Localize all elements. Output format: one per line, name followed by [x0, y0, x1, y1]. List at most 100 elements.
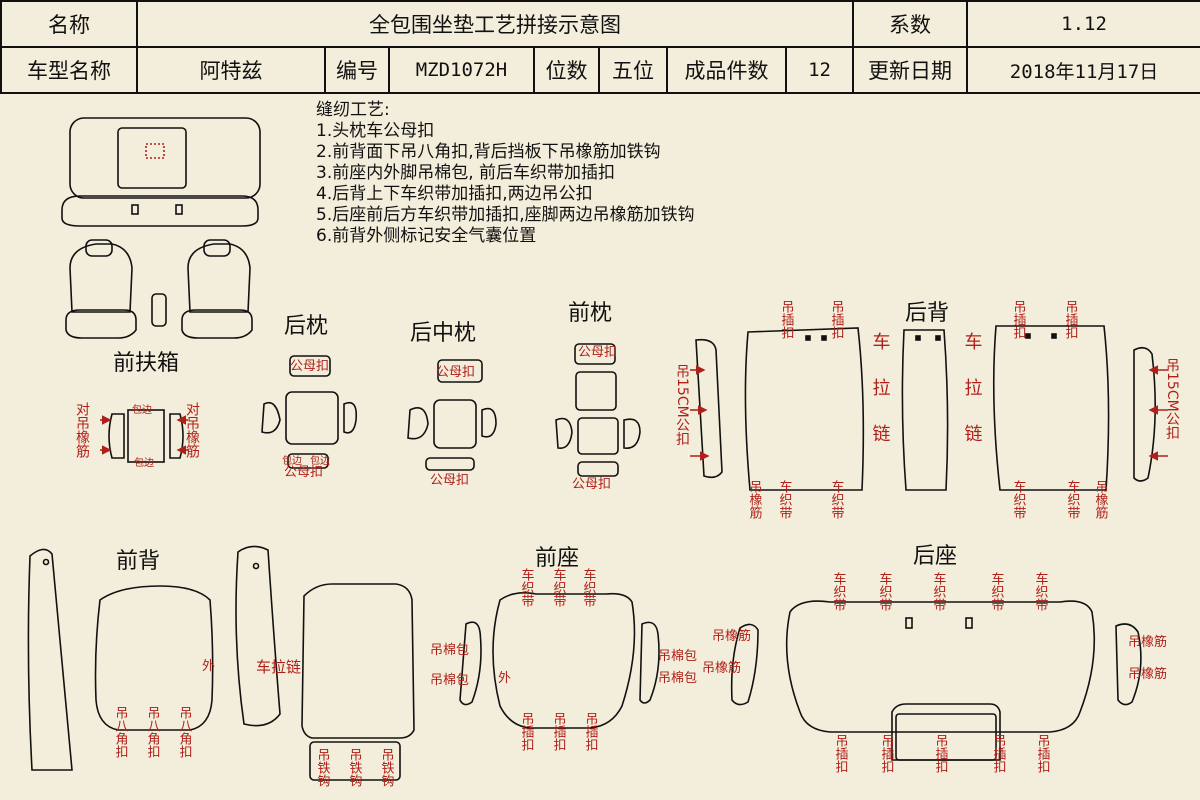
instruction-item: 4.后背上下车织带加插扣,两边吊公扣 — [316, 184, 593, 204]
rear-seat-strap-label: 车织带 — [989, 571, 1005, 611]
rear-mid-headrest-pieces — [407, 359, 497, 471]
rear-mid-headrest-title: 后中枕 — [410, 321, 476, 346]
rear-seat-hook-label: 吊插扣 — [879, 734, 895, 773]
armrest-label-right: 对吊橡筋 — [184, 402, 200, 459]
date-value: 2018年11月17日 — [966, 46, 1200, 94]
headrest-edge-label: 包边 — [282, 454, 302, 467]
date-label: 更新日期 — [852, 46, 969, 94]
front-armrest-title: 前扶箱 — [113, 351, 179, 376]
front-seat-title: 前座 — [535, 546, 579, 571]
zipper-label: 车拉链 — [870, 332, 891, 470]
iron-hook-label: 吊铁钩 — [379, 748, 395, 787]
rear-seat-hook-label: 吊插扣 — [991, 734, 1007, 773]
front-seat-labels: 车织带 车织带 车织带 吊棉包 吊棉包 吊棉包 吊棉包 外 吊插扣 吊插扣 吊插… — [430, 567, 697, 751]
headrest-clasp-label: 公母扣 — [578, 345, 617, 360]
annotation-arrows — [100, 365, 1168, 461]
rear-seat-strap-label: 车织带 — [831, 571, 847, 611]
headrest-clasp-label: 公母扣 — [290, 359, 329, 374]
zipper-label-front-back: 车拉链 — [256, 658, 301, 676]
model-label: 车型名称 — [0, 46, 138, 94]
annotations: 对吊橡筋 对吊橡筋 包边 包边 公母扣 公母扣 包边 包边 公母扣 公母扣 公母… — [74, 300, 1180, 787]
rear-headrest-title: 后枕 — [284, 314, 328, 339]
headrest-clasp-label: 公母扣 — [284, 465, 323, 480]
instruction-item: 3.前座内外脚吊棉包, 前后车织带加插扣 — [316, 163, 616, 183]
seats-label: 位数 — [533, 46, 600, 94]
front-back-title: 前背 — [116, 549, 160, 574]
cotton-pad-label: 吊棉包 — [658, 671, 697, 686]
zipper-label: 车拉链 — [962, 332, 983, 470]
front-back-labels: 外 车拉链 吊八角扣 吊八角扣 吊八角扣 吊铁钩 吊铁钩 吊铁钩 — [113, 658, 395, 787]
rear-back-pieces — [695, 325, 1156, 491]
headrest-clasp-label: 公母扣 — [436, 365, 475, 380]
armrest-labels: 对吊橡筋 对吊橡筋 包边 包边 — [74, 402, 200, 469]
front-back-pieces — [27, 545, 415, 781]
outer-side-label: 外 — [202, 659, 215, 674]
rear-back-strap-label: 车织带 — [1011, 479, 1027, 519]
coef-label: 系数 — [852, 0, 969, 48]
sewing-instructions: 缝纫工艺: 1.头枕车公母扣 2.前背面下吊八角扣,背后挡板下吊橡筋加铁钩 3.… — [316, 100, 695, 247]
rear-seat-hook-label: 吊插扣 — [833, 734, 849, 773]
rear-seat-title: 后座 — [913, 544, 957, 569]
name-label: 名称 — [0, 0, 138, 48]
rear-seat-hook-label: 吊插扣 — [1035, 734, 1051, 773]
instruction-item: 2.前背面下吊八角扣,背后挡板下吊橡筋加铁钩 — [316, 142, 661, 162]
rear-seat-pieces — [730, 600, 1142, 761]
front-seat-pieces — [459, 592, 660, 729]
instruction-item: 1.头枕车公母扣 — [316, 121, 435, 141]
armrest-edge-label: 包边 — [132, 403, 152, 416]
front-seat-strap-label: 车织带 — [581, 567, 597, 607]
octagon-clip-label: 吊八角扣 — [145, 706, 161, 758]
rear-back-title: 后背 — [905, 301, 949, 326]
pieces-value: 12 — [784, 46, 855, 94]
armrest-label-left: 对吊橡筋 — [74, 402, 90, 459]
model-value: 阿特兹 — [136, 46, 326, 94]
rear-seat-elastic-label: 吊橡筋 — [1128, 666, 1167, 682]
instruction-item: 5.后座前后方车织带加插扣,座脚两边吊橡筋加铁钩 — [316, 205, 695, 225]
cotton-pad-label: 吊棉包 — [430, 643, 469, 658]
rear-headrest-pieces — [261, 355, 358, 469]
instructions-title: 缝纫工艺: — [316, 100, 390, 120]
cotton-pad-label: 吊棉包 — [658, 649, 697, 664]
front-armrest-pieces — [108, 409, 184, 463]
front-seat-hook-label: 吊插扣 — [519, 712, 535, 751]
rear-seat-elastic-label: 吊橡筋 — [1128, 634, 1167, 650]
headrest-clasp-label: 公母扣 — [572, 477, 611, 492]
seats-value: 五位 — [598, 46, 668, 94]
rear-back-hook-label: 吊插扣 — [1011, 300, 1027, 339]
outer-side-label: 外 — [498, 671, 511, 686]
rear-back-side-label: 吊15CM公扣 — [1164, 358, 1180, 440]
coef-value: 1.12 — [966, 0, 1200, 48]
pieces-label: 成品件数 — [666, 46, 787, 94]
rear-seat-strap-label: 车织带 — [931, 571, 947, 611]
cotton-pad-label: 吊棉包 — [430, 673, 469, 688]
header-table: 名称 全包围坐垫工艺拼接示意图 系数 1.12 车型名称 阿特兹 编号 MZD1… — [0, 0, 1200, 94]
rear-back-side-label: 吊15CM公扣 — [674, 364, 690, 446]
iron-hook-label: 吊铁钩 — [315, 748, 331, 787]
rear-seat-elastic-label: 吊橡筋 — [702, 660, 741, 676]
headrest-edge-label: 包边 — [310, 454, 330, 467]
seat-overview — [61, 117, 261, 339]
headrest-labels: 公母扣 公母扣 包边 包边 公母扣 公母扣 公母扣 公母扣 — [282, 345, 617, 492]
rear-back-labels: 吊插扣 吊插扣 吊插扣 吊插扣 吊15CM公扣 吊15CM公扣 车拉链 车拉链 … — [674, 300, 1180, 519]
rear-back-hook-label: 吊插扣 — [779, 300, 795, 339]
rear-back-strap-label: 车织带 — [777, 479, 793, 519]
rear-back-strap-label: 车织带 — [1065, 479, 1081, 519]
rear-back-elastic-label: 吊橡筋 — [1093, 480, 1109, 519]
rear-seat-elastic-label: 吊橡筋 — [712, 628, 751, 644]
front-headrest-title: 前枕 — [568, 301, 612, 326]
rear-seat-labels: 车织带 车织带 车织带 车织带 车织带 吊橡筋 吊橡筋 吊橡筋 吊橡筋 吊插扣 … — [702, 571, 1167, 773]
rear-back-elastic-label: 吊橡筋 — [747, 480, 763, 519]
headrest-clasp-label: 公母扣 — [430, 473, 469, 488]
armrest-edge-label: 包边 — [134, 456, 154, 469]
rear-seat-hook-label: 吊插扣 — [933, 734, 949, 773]
rear-back-hook-label: 吊插扣 — [1063, 300, 1079, 339]
rear-back-strap-label: 车织带 — [829, 479, 845, 519]
rear-back-hook-label: 吊插扣 — [829, 300, 845, 339]
octagon-clip-label: 吊八角扣 — [177, 706, 193, 758]
rear-seat-strap-label: 车织带 — [1033, 571, 1049, 611]
front-seat-hook-label: 吊插扣 — [583, 712, 599, 751]
instruction-item: 6.前背外侧标记安全气囊位置 — [316, 226, 537, 246]
page-title: 全包围坐垫工艺拼接示意图 — [135, 0, 855, 48]
front-seat-strap-label: 车织带 — [551, 567, 567, 607]
